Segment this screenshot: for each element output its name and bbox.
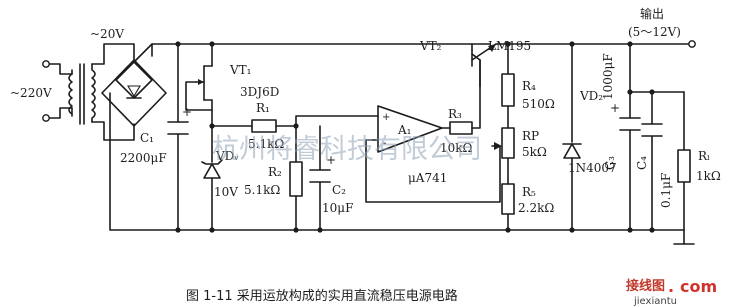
c1-plus: +	[182, 105, 192, 119]
rp-label: RP	[522, 129, 539, 143]
secondary-voltage-label: ~20V	[90, 27, 124, 41]
output-terminal	[688, 40, 696, 48]
opamp-a1	[377, 105, 443, 153]
resistor-r3	[449, 121, 473, 135]
resistor-rl	[677, 149, 691, 183]
c2-value: 10μF	[322, 201, 353, 215]
jfet-vt1	[195, 65, 213, 101]
a1-label: A₁	[397, 123, 411, 137]
input-terminal-top	[42, 60, 50, 68]
vdw-value: 10V	[214, 185, 238, 199]
bridge-rectifier	[101, 43, 167, 127]
c4-label: C₄	[635, 156, 649, 170]
junction-dots	[175, 41, 655, 233]
c1-value: 2200μF	[120, 151, 167, 165]
rp-value: 5kΩ	[522, 145, 547, 159]
r3-label: R₃	[448, 107, 462, 121]
logo-com: com	[680, 277, 717, 296]
vt1-label: VT₁	[229, 63, 251, 77]
input-terminal-bottom	[42, 114, 50, 122]
logo-dot: .	[668, 277, 674, 296]
bjt-vt2	[471, 43, 497, 87]
vt1-part: 3DJ6D	[240, 85, 279, 99]
logo-domain: jiexiantu	[633, 296, 677, 307]
c3-value: 1000μF	[601, 53, 615, 100]
r3-value: 10kΩ	[440, 141, 473, 155]
diode-vd2	[562, 143, 582, 159]
vt2-part: LM195	[488, 39, 531, 53]
vdw-label: VDᵥ	[215, 149, 239, 163]
vd2-label: VD₂	[579, 89, 603, 103]
wiring	[47, 43, 691, 245]
resistor-r1	[251, 119, 277, 133]
capacitor-c3	[619, 117, 641, 131]
input-voltage-label: ~220V	[10, 86, 52, 100]
output-label: 输出	[640, 6, 664, 21]
output-range: (5～12V)	[628, 25, 681, 39]
resistor-r5	[501, 183, 515, 215]
r5-value: 2.2kΩ	[518, 201, 554, 215]
r1-value: 5.1kΩ	[248, 137, 284, 151]
r2-label: R₂	[268, 165, 282, 179]
vd2-part: 1N4007	[568, 161, 617, 175]
a1-part: μA741	[408, 171, 447, 185]
c2-plus: +	[326, 153, 336, 167]
resistor-r4	[501, 73, 515, 107]
r2-value: 5.1kΩ	[244, 183, 280, 197]
r1-label: R₁	[256, 101, 270, 115]
zener-diode-vdw	[201, 159, 223, 179]
logo-cn: 接线图	[626, 278, 665, 294]
vt2-label: VT₂	[419, 39, 442, 53]
r5-label: R₅	[522, 185, 536, 199]
potentiometer-rp	[491, 127, 515, 159]
c3-plus: +	[610, 101, 620, 115]
capacitor-c2	[309, 169, 331, 183]
capacitor-c1	[167, 121, 189, 135]
resistor-r2	[289, 161, 303, 197]
c4-value: 0.1μF	[659, 173, 673, 208]
rl-label: Rₗ	[698, 149, 710, 163]
c1-label: C₁	[140, 131, 154, 145]
figure-caption: 图 1-11 采用运放构成的实用直流稳压电源电路	[186, 288, 458, 304]
rl-value: 1kΩ	[696, 169, 721, 183]
opamp-noninv-sign: +	[382, 112, 390, 123]
site-logo: 接线图 . com jiexiantu	[626, 277, 717, 307]
capacitor-c4	[641, 123, 663, 137]
watermark: 杭州将睿科技有限公司	[212, 134, 482, 165]
c3-label: C₃	[603, 156, 617, 170]
r4-label: R₄	[522, 79, 536, 93]
r4-value: 510Ω	[522, 97, 555, 111]
transformer	[68, 63, 96, 125]
opamp-inv-sign: -	[383, 138, 386, 149]
c2-label: C₂	[332, 183, 346, 197]
